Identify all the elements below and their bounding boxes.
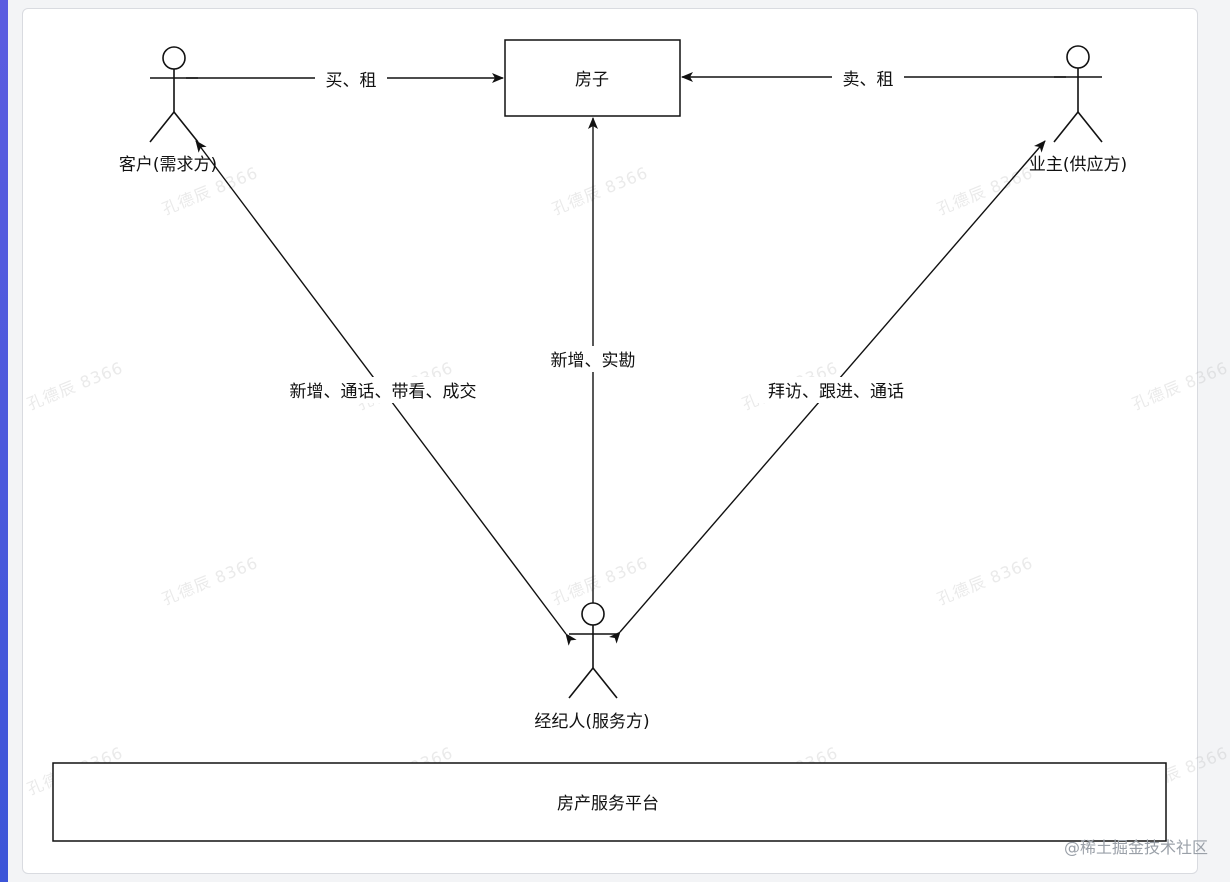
edge-label-bg: [274, 377, 492, 403]
edge-label-buy-rent: 买、租: [326, 71, 377, 91]
edge-label-owner-ops: 拜访、跟进、通话: [768, 382, 904, 402]
owner-head: [1066, 45, 1090, 69]
platform-label: 房产服务平台: [557, 794, 659, 814]
agent-actor: [568, 602, 618, 699]
watermark: 孔德辰 8366: [24, 358, 126, 414]
watermark: 孔德辰 8366: [934, 553, 1036, 609]
customer-right-leg: [173, 111, 199, 143]
watermark-layer: 孔德辰 8366 孔德辰 8366 孔德辰 8366 孔德辰 8366 孔德辰 …: [24, 163, 1230, 799]
watermark: 孔德辰 8366: [549, 553, 651, 609]
watermark: 孔德辰 8366: [549, 163, 651, 219]
owner-right-leg: [1077, 111, 1103, 143]
agent-right-leg: [592, 667, 618, 699]
edge-label-bg: [755, 377, 917, 403]
edge-label-bg: [540, 346, 646, 372]
customer-label: 客户(需求方): [119, 155, 217, 175]
left-accent-strip: [0, 0, 8, 882]
customer-left-leg: [149, 111, 175, 143]
owner-actor: [1053, 45, 1103, 143]
edge-label-add-survey: 新增、实勘: [551, 351, 636, 371]
watermark: 孔德辰 8366: [159, 553, 261, 609]
edge-label-customer-ops: 新增、通话、带看、成交: [290, 382, 477, 402]
customer-head: [162, 46, 186, 70]
edge-label-sell-rent: 卖、租: [843, 70, 894, 90]
house-box: [504, 39, 681, 117]
agent-label: 经纪人(服务方): [534, 712, 649, 732]
platform-box: [52, 762, 1167, 842]
agent-left-leg: [568, 667, 594, 699]
agent-head: [581, 602, 605, 626]
owner-left-leg: [1053, 111, 1079, 143]
owner-label: 业主(供应方): [1029, 155, 1127, 175]
edge-label-bg: [315, 67, 387, 91]
house-node: 房子: [504, 39, 681, 117]
watermark: 孔德辰 8366: [1129, 358, 1230, 414]
source-credit: @稀土掘金技术社区: [1063, 838, 1208, 857]
house-label: 房子: [575, 70, 609, 90]
platform-node: 房产服务平台: [52, 762, 1167, 842]
customer-actor: [149, 46, 199, 143]
edge-label-bg: [832, 66, 904, 90]
